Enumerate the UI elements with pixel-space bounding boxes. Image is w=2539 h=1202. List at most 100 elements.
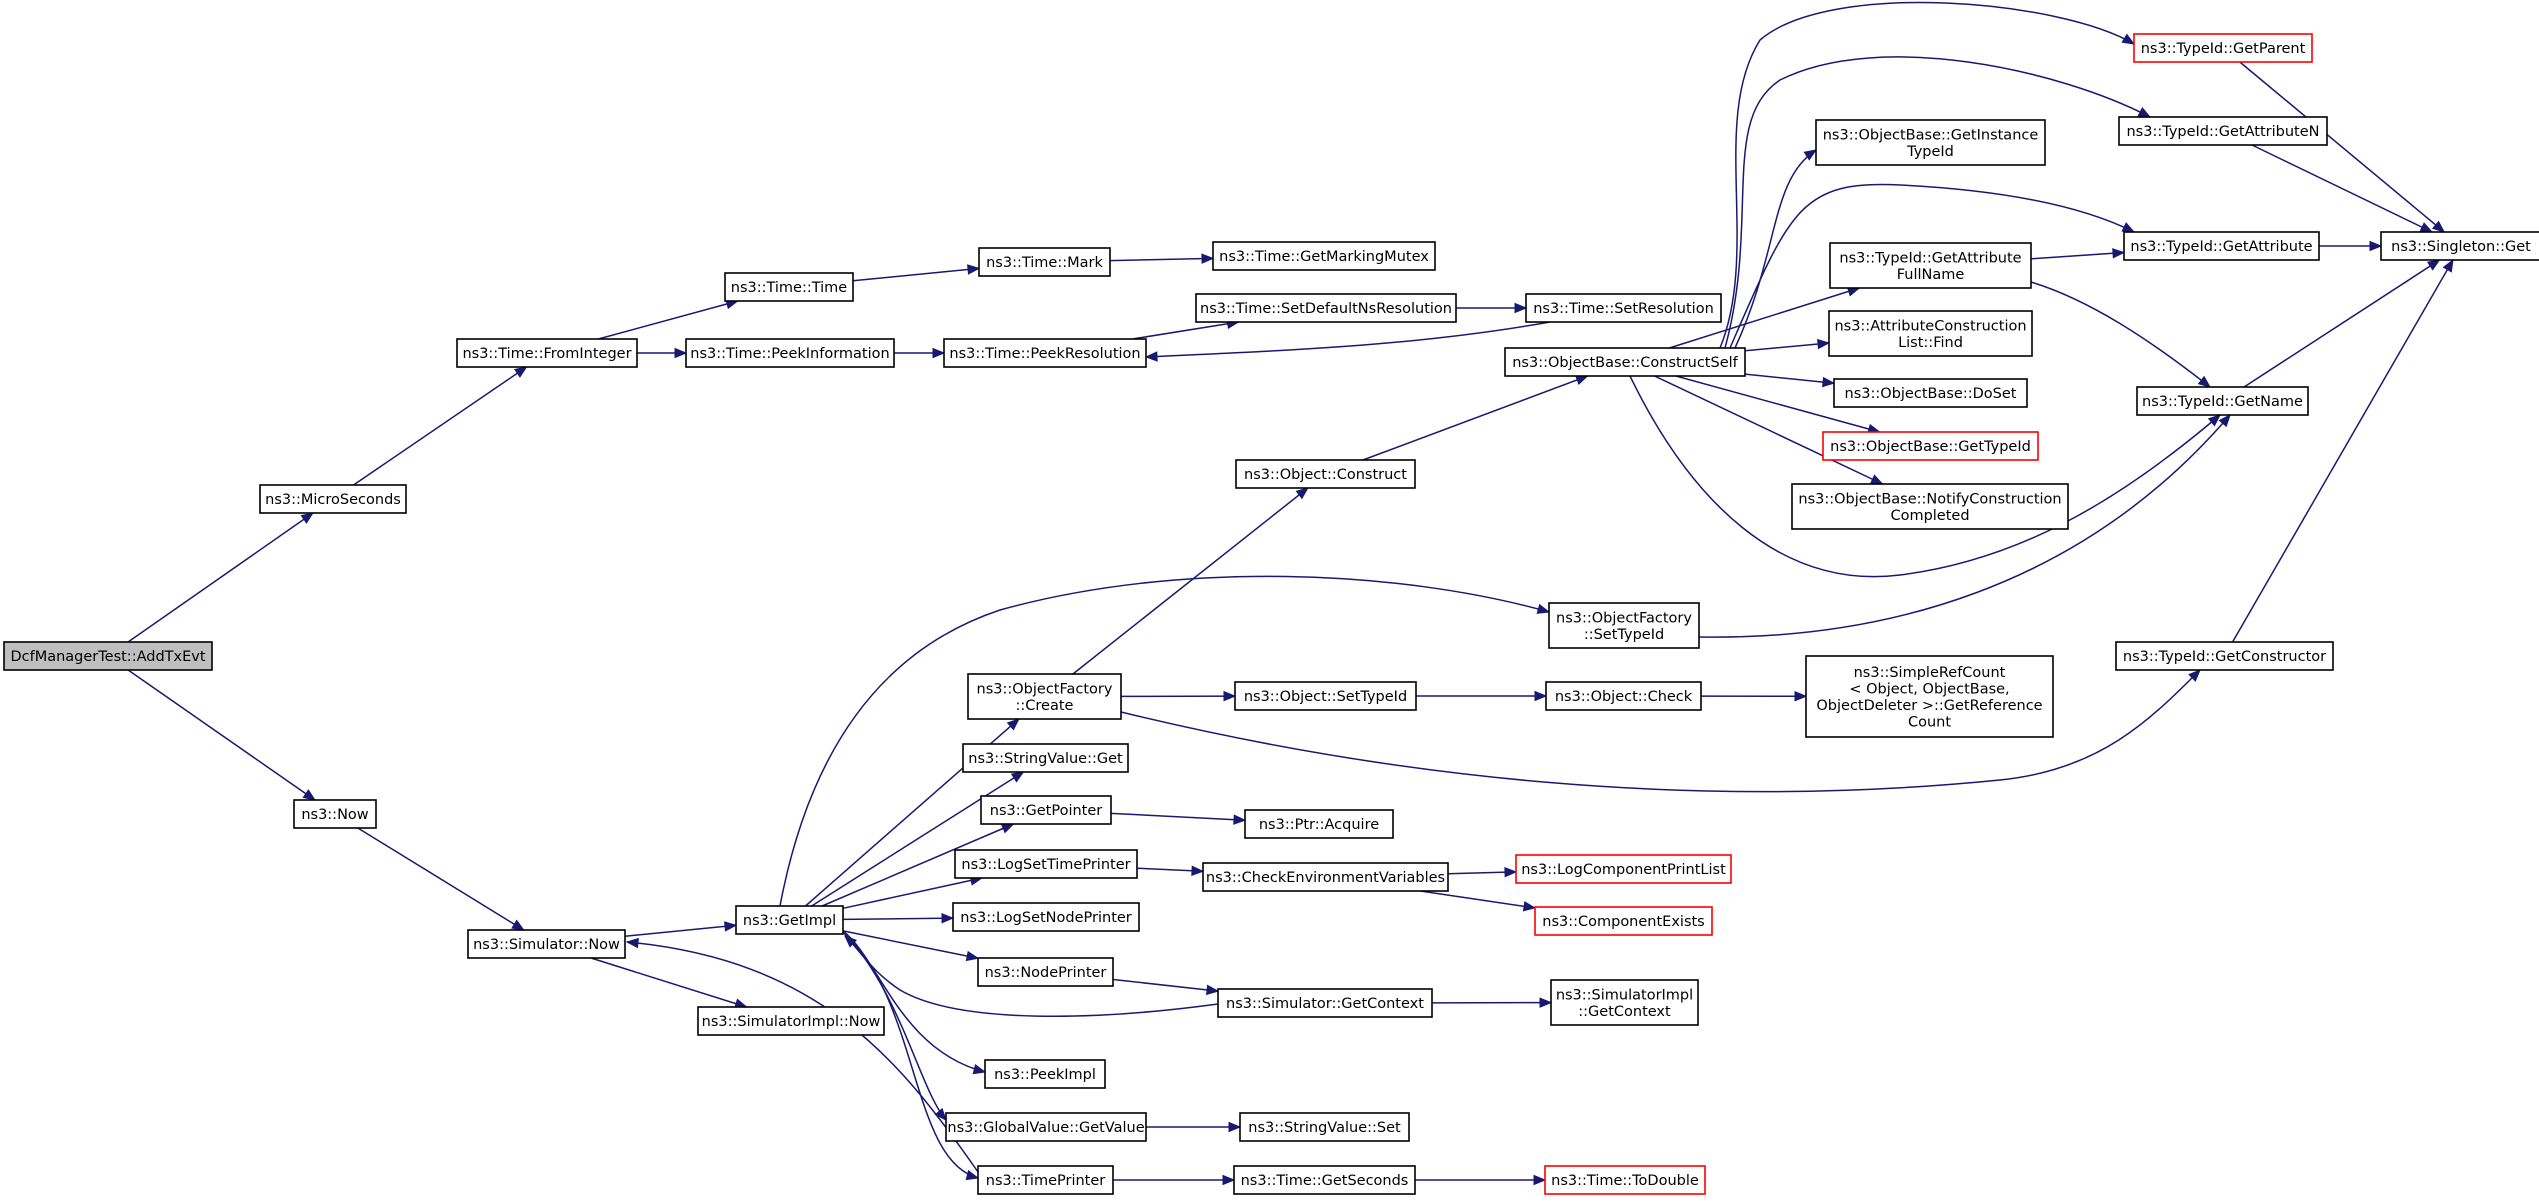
node-obdoset[interactable]: ns3::ObjectBase::DoSet [1833, 378, 2028, 408]
edge-timetime-to-mark [852, 264, 981, 282]
node-label: ns3::Simulator::Now [473, 937, 620, 953]
node-todouble[interactable]: ns3::Time::ToDouble [1544, 1165, 1706, 1195]
node-getsec[interactable]: ns3::Time::GetSeconds [1233, 1165, 1416, 1195]
node-label: ns3::StringValue::Set [1248, 1120, 1401, 1136]
edge-now-to-simnow [357, 827, 525, 931]
edge-objsettid-to-objcheck [1416, 690, 1548, 702]
node-getptr[interactable]: ns3::GetPointer [980, 795, 1112, 825]
node-label: ns3::TypeId::GetAttribute [2130, 239, 2312, 255]
node-simimplnow[interactable]: ns3::SimulatorImpl::Now [697, 1006, 885, 1036]
node-getimpl[interactable]: ns3::GetImpl [735, 905, 844, 935]
node-now[interactable]: ns3::Now [293, 799, 377, 829]
node-simimplctx[interactable]: ns3::SimulatorImpl::GetContext [1550, 979, 1699, 1026]
node-tidparent[interactable]: ns3::TypeId::GetParent [2133, 33, 2313, 63]
edge-root-to-now [127, 669, 316, 801]
node-gvget[interactable]: ns3::GlobalValue::GetValue [945, 1112, 1147, 1142]
node-peekinfo[interactable]: ns3::Time::PeekInformation [685, 338, 895, 368]
node-label: ns3::MicroSeconds [265, 492, 401, 508]
node-label: ns3::Object::Construct [1244, 467, 1407, 483]
edge-tidgetattrfull-to-tidattr [2030, 248, 2126, 260]
node-logcomp[interactable]: ns3::LogComponentPrintList [1515, 854, 1732, 884]
node-peekres[interactable]: ns3::Time::PeekResolution [943, 338, 1147, 368]
node-checkenv[interactable]: ns3::CheckEnvironmentVariables [1202, 862, 1449, 892]
edge-ofcreate-to-objsettid [1120, 690, 1237, 702]
edge-ofsettid-to-tidname [1698, 413, 2231, 638]
node-label: ns3::ObjectBase::ConstructSelf [1512, 355, 1738, 371]
node-ofsettid[interactable]: ns3::ObjectFactory::SetTypeId [1548, 602, 1700, 649]
node-label: ns3::Object::SetTypeId [1244, 689, 1407, 705]
node-micro[interactable]: ns3::MicroSeconds [259, 484, 407, 514]
node-label: ns3::LogComponentPrintList [1521, 862, 1726, 878]
node-ptracq[interactable]: ns3::Ptr::Acquire [1244, 809, 1394, 839]
node-simnow[interactable]: ns3::Simulator::Now [467, 929, 626, 959]
edge-mark-to-mutex [1109, 253, 1215, 264]
edges-layer [127, 1, 2454, 1186]
node-label: ns3::Singleton::Get [2391, 239, 2531, 255]
node-logtime[interactable]: ns3::LogSetTimePrinter [954, 849, 1138, 879]
node-tidname[interactable]: ns3::TypeId::GetName [2136, 386, 2309, 416]
edge-nodeprinter-to-simgetctx [1112, 978, 1220, 996]
edge-tidparent-to-singleton [2239, 61, 2446, 233]
node-label: ns3::Ptr::Acquire [1259, 817, 1379, 833]
node-label: ns3::Time::GetMarkingMutex [1219, 249, 1429, 265]
node-objsettid[interactable]: ns3::Object::SetTypeId [1234, 681, 1417, 711]
node-mark[interactable]: ns3::Time::Mark [978, 247, 1111, 277]
edge-tidattrn-to-singleton [2251, 144, 2434, 233]
node-label: ns3::TypeId::GetAttributeN [2126, 124, 2319, 140]
node-objconstruct[interactable]: ns3::Object::Construct [1235, 459, 1416, 489]
node-simgetctx[interactable]: ns3::Simulator::GetContext [1217, 988, 1433, 1018]
edge-getptr-to-ptracq [1110, 812, 1247, 825]
node-label: ns3::TypeId::GetParent [2141, 41, 2306, 57]
node-setres[interactable]: ns3::Time::SetResolution [1525, 293, 1722, 323]
node-mutex[interactable]: ns3::Time::GetMarkingMutex [1212, 241, 1436, 271]
node-lognode[interactable]: ns3::LogSetNodePrinter [952, 902, 1140, 932]
node-nodeprinter[interactable]: ns3::NodePrinter [977, 957, 1114, 987]
edge-logtime-to-checkenv [1136, 865, 1205, 877]
node-label: ns3::Object::Check [1555, 689, 1693, 705]
node-obnotify[interactable]: ns3::ObjectBase::NotifyConstructionCompl… [1791, 483, 2069, 530]
node-label: DcfManagerTest::AddTxEvt [10, 649, 205, 665]
node-fromint[interactable]: ns3::Time::FromInteger [456, 338, 638, 368]
node-obconstruct[interactable]: ns3::ObjectBase::ConstructSelf [1504, 347, 1746, 377]
node-label: ns3::ObjectBase::NotifyConstruction [1798, 491, 2061, 507]
node-label: ::GetContext [1578, 1004, 1671, 1020]
edge-checkenv-to-compexists [1420, 890, 1537, 912]
node-root[interactable]: DcfManagerTest::AddTxEvt [3, 641, 213, 671]
node-compexists[interactable]: ns3::ComponentExists [1534, 906, 1713, 936]
node-tidattr[interactable]: ns3::TypeId::GetAttribute [2123, 231, 2320, 261]
node-label: Completed [1890, 508, 1969, 524]
edge-obconstruct-to-tidname [1629, 375, 2222, 578]
node-setdefns[interactable]: ns3::Time::SetDefaultNsResolution [1195, 293, 1457, 323]
node-svset[interactable]: ns3::StringValue::Set [1239, 1112, 1410, 1142]
node-peekimpl[interactable]: ns3::PeekImpl [984, 1059, 1106, 1089]
node-label: ns3::AttributeConstruction [1834, 318, 2026, 334]
node-objcheck[interactable]: ns3::Object::Check [1545, 681, 1702, 711]
edge-getsec-to-todouble [1415, 1174, 1547, 1186]
node-label: List::Find [1898, 335, 1963, 351]
node-ofcreate[interactable]: ns3::ObjectFactory::Create [967, 673, 1122, 720]
edge-simnow-to-getimpl [624, 921, 738, 937]
edge-tidname-to-singleton [2243, 259, 2441, 388]
node-timeprinter[interactable]: ns3::TimePrinter [977, 1165, 1114, 1195]
node-label: ns3::ObjectBase::GetInstance [1823, 127, 2039, 143]
node-label: ns3::Time::GetSeconds [1241, 1173, 1409, 1189]
node-svget[interactable]: ns3::StringValue::Get [962, 743, 1129, 773]
node-obgettid[interactable]: ns3::ObjectBase::GetTypeId [1822, 431, 2039, 461]
node-tidctor[interactable]: ns3::TypeId::GetConstructor [2115, 641, 2334, 671]
edge-tidattr-to-singleton [2319, 240, 2383, 252]
node-timetime[interactable]: ns3::Time::Time [724, 272, 854, 302]
node-label: ns3::GetPointer [990, 803, 1103, 819]
edge-getimpl-to-svget [811, 771, 1025, 907]
node-label: ns3::GetImpl [743, 913, 836, 929]
node-singleton[interactable]: ns3::Singleton::Get [2380, 231, 2539, 261]
edge-getimpl-to-nodeprinter [842, 930, 980, 962]
node-srcount[interactable]: ns3::SimpleRefCount< Object, ObjectBase,… [1805, 655, 2054, 738]
node-label: ns3::SimulatorImpl [1556, 987, 1693, 1003]
node-tidattrn[interactable]: ns3::TypeId::GetAttributeN [2118, 116, 2328, 146]
node-label: ns3::ComponentExists [1542, 914, 1705, 930]
